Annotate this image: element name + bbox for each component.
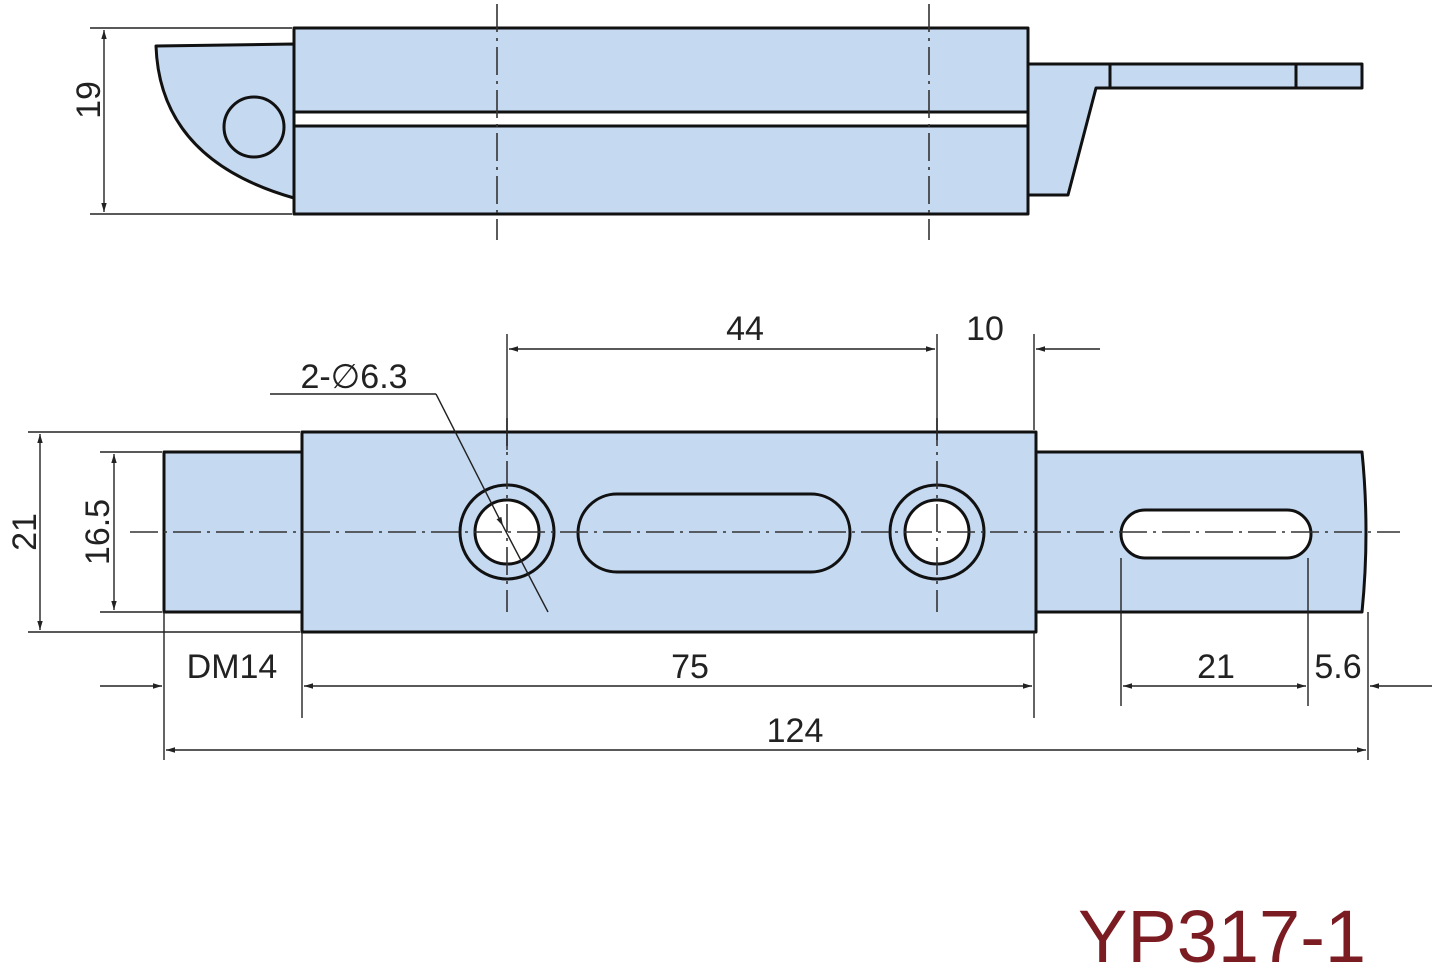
side-view-lower-bar (292, 124, 1030, 216)
dim-165-label: 16.5 (79, 499, 117, 565)
dim-10-label: 10 (966, 310, 1004, 348)
model-number: YP317-1 (1078, 895, 1366, 978)
side-view: 19 (70, 4, 1364, 240)
side-height-label: 19 (70, 81, 108, 119)
side-view-upper-bar (292, 26, 1030, 114)
top-view: 44 10 2-∅6.3 21 16.5 DM14 75 21 (6, 310, 1432, 760)
dim-75-label: 75 (671, 648, 709, 686)
hole-spec-leader-ext (502, 525, 549, 613)
dim-124-label: 124 (767, 712, 824, 750)
dim-dm14-label: DM14 (187, 648, 278, 686)
tongue-slot (1119, 508, 1313, 560)
side-view-tab (1026, 62, 1364, 197)
dim-21-slot-label: 21 (1197, 648, 1235, 686)
dim-56-label: 5.6 (1314, 648, 1361, 686)
hole-spec-label: 2-∅6.3 (300, 358, 407, 396)
middle-slot (576, 492, 852, 574)
dim-21h-label: 21 (6, 513, 44, 551)
dim-44-label: 44 (726, 310, 764, 348)
side-view-pivot-hole (222, 95, 286, 159)
hole-spec-leader (435, 393, 504, 527)
